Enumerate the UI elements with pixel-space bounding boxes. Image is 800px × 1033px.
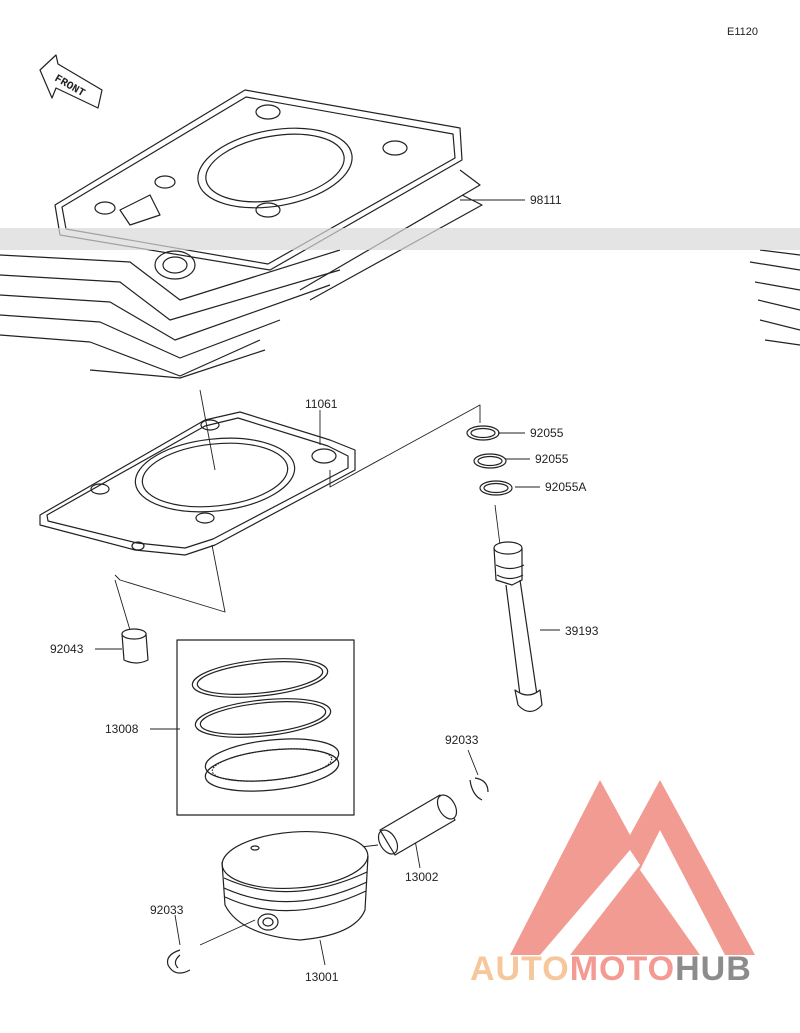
- part-number-11061[interactable]: 11061: [305, 397, 338, 411]
- part-number-13002[interactable]: 13002: [405, 870, 439, 884]
- part-number-39193[interactable]: 39193: [565, 624, 599, 638]
- circlip-lower: [166, 949, 191, 974]
- part-number-92033-upper[interactable]: 92033: [445, 733, 479, 747]
- dowel-pin: [121, 628, 149, 664]
- watermark-text: AUTOMOTOHUB: [470, 950, 752, 989]
- watermark-part-hub: HUB: [675, 950, 752, 988]
- part-number-92043[interactable]: 92043: [50, 642, 84, 656]
- front-arrow-icon: FRONT: [39, 54, 103, 109]
- watermark-part-moto: MOTO: [569, 950, 676, 988]
- piston-ring-set: [176, 639, 355, 816]
- watermark-part-auto: AUTO: [470, 950, 570, 988]
- base-gasket: [39, 411, 356, 556]
- part-number-92055A[interactable]: 92055A: [545, 480, 587, 494]
- diagram-code: E1120: [727, 26, 758, 38]
- part-number-92055-second[interactable]: 92055: [535, 452, 569, 466]
- piston: [221, 831, 369, 941]
- piston-pin: [377, 794, 458, 856]
- scan-band: [0, 228, 800, 250]
- part-number-92055-first[interactable]: 92055: [530, 426, 564, 440]
- watermark-logo-icon: [510, 780, 755, 955]
- part-number-13008[interactable]: 13008: [105, 722, 139, 736]
- oil-pipe: [493, 541, 543, 713]
- part-number-13001[interactable]: 13001: [305, 970, 339, 984]
- o-ring-group: [466, 425, 513, 496]
- part-number-92033-lower[interactable]: 92033: [150, 903, 184, 917]
- leader-lines: [95, 199, 560, 966]
- cylinder-block: [0, 89, 800, 379]
- circlip-upper: [469, 777, 489, 801]
- part-number-98111[interactable]: 98111: [530, 193, 562, 207]
